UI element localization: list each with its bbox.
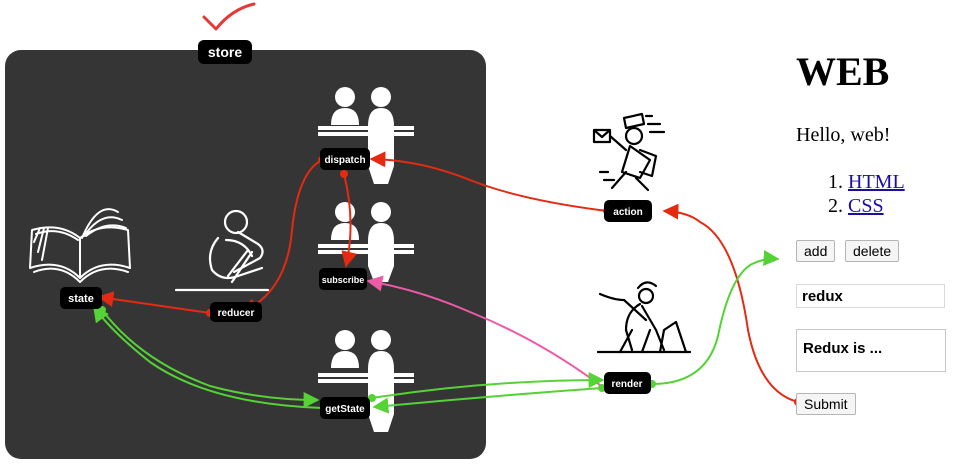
web-greeting: Hello, web! — [796, 124, 890, 147]
node-dispatch: dispatch — [320, 148, 370, 170]
worker-icon — [598, 282, 690, 352]
svg-text:render: render — [611, 379, 642, 390]
svg-text:dispatch: dispatch — [324, 155, 365, 166]
svg-text:state: state — [68, 293, 94, 305]
node-reducer: reducer — [210, 302, 262, 322]
node-subscribe: subscribe — [319, 268, 367, 290]
topic-item: HTML — [848, 170, 905, 194]
node-action: action — [604, 200, 652, 222]
topic-item: CSS — [848, 194, 905, 218]
check-icon — [204, 4, 254, 29]
delete-button[interactable]: delete — [845, 240, 899, 262]
svg-text:getState: getState — [325, 404, 365, 415]
description-textarea[interactable]: Redux is ... — [796, 329, 946, 372]
node-state: state — [60, 287, 102, 309]
svg-text:reducer: reducer — [218, 308, 255, 319]
title-input[interactable] — [796, 284, 945, 308]
svg-text:action: action — [613, 207, 642, 218]
topic-link-html[interactable]: HTML — [848, 171, 905, 193]
topic-link-css[interactable]: CSS — [848, 195, 884, 217]
courier-icon — [594, 114, 664, 190]
svg-text:subscribe: subscribe — [322, 275, 365, 285]
add-button[interactable]: add — [796, 240, 835, 262]
topic-list: HTML CSS — [826, 170, 905, 218]
web-title: WEB — [796, 48, 889, 95]
submit-button[interactable]: Submit — [796, 393, 856, 415]
store-label: store — [198, 40, 252, 64]
svg-text:store: store — [208, 44, 242, 60]
flow-submit-to-action — [664, 211, 798, 402]
node-getstate: getState — [320, 397, 370, 419]
node-render: render — [604, 372, 651, 394]
